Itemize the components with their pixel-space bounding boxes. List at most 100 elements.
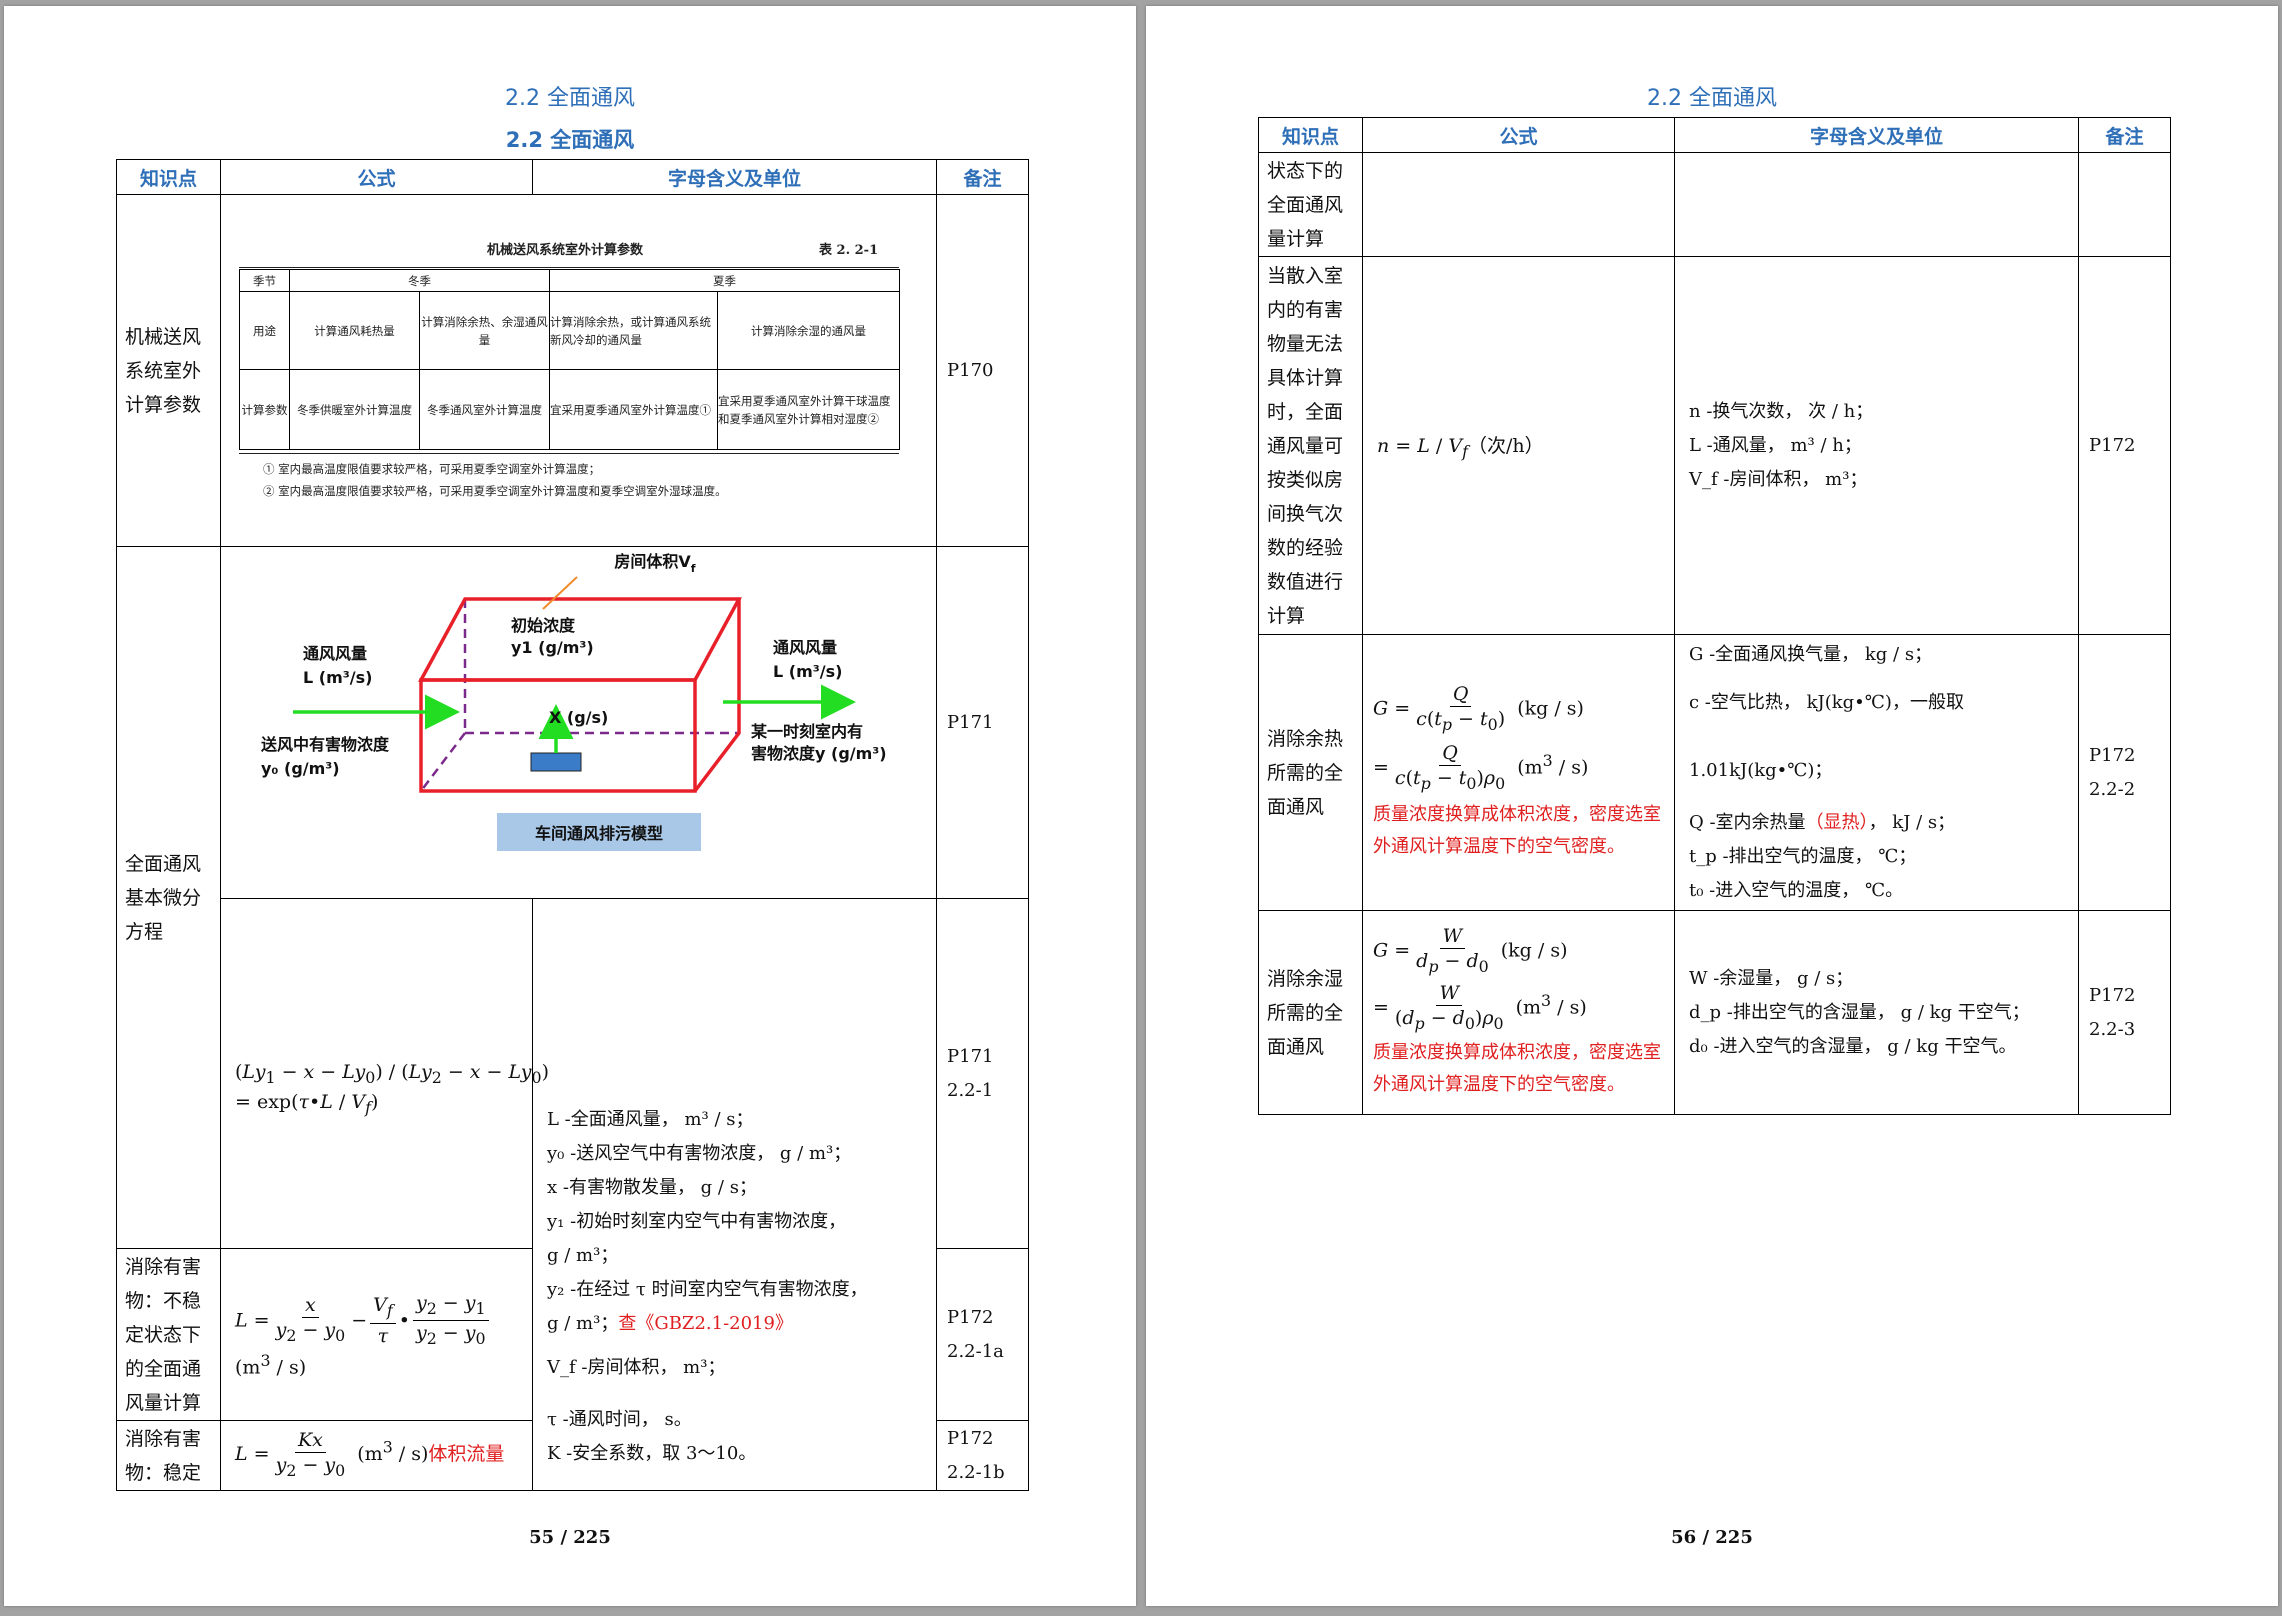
inner-use: 计算消除余湿的通风量 (717, 291, 900, 370)
page-header-top: 2.2 全面通风 (505, 86, 635, 111)
knowledge-point: 全面通风基本微分方程 (116, 546, 221, 1249)
meaning-cell: L -全面通风量， m³ / s； y₀ -送风空气中有害物浓度， g / m³… (532, 898, 937, 1491)
knowledge-point: 机械送风系统室外计算参数 (116, 194, 221, 547)
meaning-line: n -换气次数， 次 / h； (1689, 400, 1874, 422)
inner-use-label: 用途 (239, 291, 290, 370)
col-header-meaning: 字母含义及单位 (532, 159, 937, 195)
formula-cell: n = L / Vf（次/h） (1362, 256, 1675, 635)
inner-winter: 冬季 (289, 269, 550, 292)
note-cell: P172 2.2-3 (2078, 910, 2171, 1115)
standard-reference: 查《GBZ2.1-2019》 (618, 1313, 793, 1334)
moment-conc-label-1: 某一时刻室内有 (750, 722, 863, 741)
meaning-line: L -全面通风量， m³ / s； (547, 1109, 754, 1130)
source-label: X (g/s) (549, 708, 608, 727)
table-row: (Ly1 − x − Ly0) / (Ly2 − x − Ly0) = exp(… (117, 898, 1029, 1491)
volume-flow-label: 体积流量 (428, 1443, 505, 1466)
col-header-formula: 公式 (1362, 117, 1675, 153)
knowledge-point: 消除有害物：稳定 (116, 1420, 221, 1491)
col-header-note: 备注 (2078, 117, 2171, 153)
flow-out-unit: L (m³/s) (773, 662, 842, 681)
inner-use: 计算消除余热，或计算通风系统新风冷却的通风量 (549, 291, 718, 370)
inner-table-cell: 机械送风系统室外计算参数 表 2. 2-1 季节 冬季 夏季 用途 计算通风耗热… (220, 194, 937, 547)
supply-conc-label: 送风中有害物浓度 (260, 735, 390, 754)
inner-param: 宜采用夏季通风室外计算温度① (549, 369, 718, 450)
meaning-line: K -安全系数，取 3～10。 (547, 1443, 757, 1464)
meaning-line: y₂ -在经过 τ 时间室内空气有害物浓度， (547, 1279, 868, 1300)
red-note: 质量浓度换算成体积浓度，密度选室外通风计算温度下的空气密度。 (1373, 804, 1661, 858)
note-cell: P172 2.2-1b (936, 1420, 1029, 1491)
inner-table-grid: 季节 冬季 夏季 用途 计算通风耗热量 计算消除余热、余湿通风量 计算消除余热，… (239, 269, 900, 450)
meaning-line: W -余湿量， g / s； (1689, 967, 1854, 989)
table-row: 当散入室内的有害物量无法具体计算时，全面通风量可按类似房间换气次数的经验数值进行… (1258, 256, 2171, 635)
moment-conc-label-2: 害物浓度y (g/m³) (751, 744, 887, 763)
page-number: 55 / 225 (529, 1527, 611, 1548)
inner-footnote: ② 室内最高温度限值要求较严格，可采用夏季空调室外计算温度和夏季空调室外湿球温度… (263, 484, 727, 498)
diagram-caption: 车间通风排污模型 (535, 824, 663, 843)
inner-summer: 夏季 (549, 269, 900, 292)
knowledge-table: 知识点 公式 字母含义及单位 备注 机械送风系统室外计算参数 机械送风系统室外计… (116, 159, 1029, 1491)
meaning-line: g / m³； (547, 1245, 619, 1266)
section-title: 2.2 全面通风 (505, 128, 635, 152)
init-conc-unit: y1 (g/m³) (511, 638, 594, 657)
meaning-line: x -有害物散发量， g / s； (547, 1177, 757, 1198)
inner-use: 计算消除余热、余湿通风量 (419, 291, 550, 370)
note-cell: P172 2.2-1a (936, 1248, 1029, 1421)
meaning-line: y₁ -初始时刻室内空气中有害物浓度， (547, 1211, 847, 1232)
formula-cell: (Ly1 − x − Ly0) / (Ly2 − x − Ly0) = exp(… (220, 898, 549, 1249)
flow-in-unit: L (m³/s) (303, 668, 372, 687)
table-row: 全面通风基本微分方程 (116, 546, 1029, 1249)
page-header-top: 2.2 全面通风 (1647, 86, 1777, 111)
meaning-cell: n -换气次数， 次 / h； L -通风量， m³ / h； V_f -房间体… (1674, 256, 2079, 635)
inner-param: 宜采用夏季通风室外计算干球温度和夏季通风室外计算相对湿度② (717, 369, 900, 450)
knowledge-point: 当散入室内的有害物量无法具体计算时，全面通风量可按类似房间换气次数的经验数值进行… (1258, 256, 1363, 635)
inner-param: 冬季通风室外计算温度 (419, 369, 550, 450)
knowledge-point: 消除有害物：不稳定状态下的全面通风量计算 (116, 1248, 221, 1421)
room-volume-label: 房间体积Vf (614, 552, 695, 575)
note-cell: P172 2.2-2 (2078, 634, 2171, 911)
note-cell: P171 (936, 546, 1029, 899)
ventilation-model-diagram: 房间体积Vf 初始浓度 y1 (g/m³) 通风风量 L (m³/s) 通风风量… (260, 552, 887, 851)
meaning-line: d_p -排出空气的含湿量， g / kg 干空气； (1689, 1001, 2030, 1023)
meaning-line: Q -室内余热量 (1689, 811, 1806, 833)
inner-table-title: 机械送风系统室外计算参数 (487, 243, 644, 258)
inner-param-table: 机械送风系统室外计算参数 表 2. 2-1 季节 冬季 夏季 用途 计算通风耗热… (239, 195, 900, 545)
knowledge-table: 知识点 公式 字母含义及单位 备注 状态下的全面通风量计算 当散入室内的有害物量… (1258, 117, 2171, 1115)
diagram-cell: 房间体积Vf 初始浓度 y1 (g/m³) 通风风量 L (m³/s) 通风风量… (220, 546, 937, 899)
note-cell: P170 (936, 194, 1029, 547)
inner-table-number: 表 2. 2-1 (819, 243, 879, 258)
flow-out-label: 通风风量 (773, 638, 837, 657)
inner-param: 冬季供暖室外计算温度 (289, 369, 420, 450)
meaning-line: c -空气比热， kJ(kg•℃)，一般取 (1689, 691, 1964, 713)
inner-use: 计算通风耗热量 (289, 291, 420, 370)
meaning-line: t_p -排出空气的温度， ℃； (1689, 845, 1917, 867)
red-note: 质量浓度换算成体积浓度，密度选室外通风计算温度下的空气密度。 (1373, 1042, 1661, 1096)
col-header-meaning: 字母含义及单位 (1674, 117, 2079, 153)
meaning-line: d₀ -进入空气的含湿量， g / kg 干空气。 (1689, 1035, 2017, 1057)
meaning-line: y₀ -送风空气中有害物浓度， g / m³； (547, 1143, 852, 1164)
meaning-line: V_f -房间体积， m³； (547, 1357, 726, 1378)
flow-in-label: 通风风量 (303, 644, 367, 663)
supply-conc-unit: y₀ (g/m³) (261, 759, 340, 778)
meaning-line: τ -通风时间， s。 (547, 1409, 692, 1430)
table-row: 机械送风系统室外计算参数 机械送风系统室外计算参数 表 2. 2-1 季节 冬季… (116, 194, 1029, 547)
meaning-line: L -通风量， m³ / h； (1689, 434, 1862, 456)
inner-param-label: 计算参数 (239, 369, 290, 450)
page-number: 56 / 225 (1671, 1527, 1753, 1548)
meaning-line: G -全面通风换气量， kg / s； (1689, 643, 1933, 665)
meaning-cell: W -余湿量， g / s； d_p -排出空气的含湿量， g / kg 干空气… (1674, 910, 2079, 1115)
col-header-note: 备注 (936, 159, 1029, 195)
meaning-line: 1.01kJ(kg•℃)； (1689, 759, 1833, 781)
meaning-line: g / m³； (547, 1313, 619, 1334)
meaning-line: V_f -房间体积， m³； (1689, 468, 1868, 490)
table-header-row: 知识点 公式 字母含义及单位 备注 (1258, 117, 2171, 153)
note-cell: P172 (2078, 256, 2171, 635)
init-conc-label: 初始浓度 (511, 616, 576, 635)
